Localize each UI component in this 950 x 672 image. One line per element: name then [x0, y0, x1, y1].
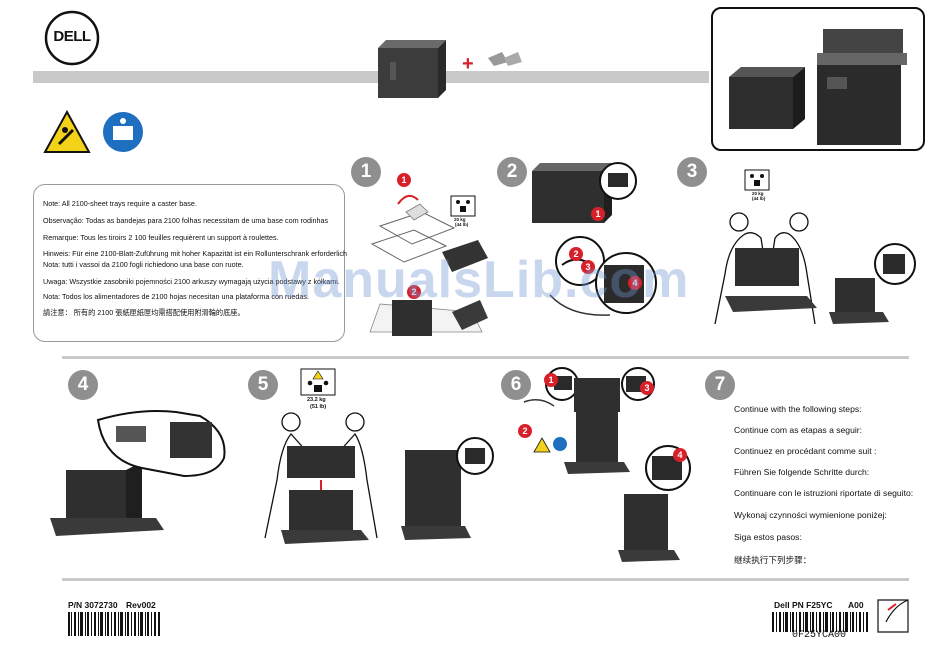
tray-illustration: +	[378, 40, 522, 98]
step5-weight-kg: 23.2 kg	[307, 397, 326, 403]
step1-unpack-illustration	[369, 194, 488, 336]
step-number-2: 2	[497, 157, 527, 187]
step6-callout-3: 3	[640, 381, 654, 395]
note-line-fr: Remarque: Tous les tiroirs 2 100 feuille…	[43, 233, 279, 242]
footer-left-part-number: P/N 3072730	[68, 600, 118, 610]
top-banner-bar	[33, 71, 709, 83]
note-line-zh: 請注意： 所有的 2100 張紙匣紙匣均需搭配使用附滑輪的底座。	[43, 308, 245, 317]
step6-callout-4: 4	[673, 448, 687, 462]
step3-weight-lb: (44 lb)	[752, 196, 766, 201]
footer-barcode-text: 0F25YCA00	[792, 630, 847, 641]
step2-callout-2: 2	[569, 247, 583, 261]
note-line-pt: Observação: Todas as bandejas para 2100 …	[43, 216, 329, 225]
note-line-pl: Uwaga: Wszystkie zasobniki pojemności 21…	[43, 277, 340, 286]
step6-reconnect-illustration	[523, 367, 691, 562]
step-number-7: 7	[705, 370, 735, 400]
note-line-es: Nota: Todos los alimentadores de 2100 ho…	[43, 292, 309, 301]
step2-disconnect-illustration	[532, 162, 657, 316]
page-curl-icon	[877, 599, 909, 633]
note-line-en: Note: All 2100-sheet trays require a cas…	[43, 199, 197, 208]
note-line-de: Hinweis: Für eine 2100-Blatt-Zuführung m…	[43, 249, 348, 258]
step1-weight-kg: 20 kg	[454, 217, 466, 222]
step1-weight-icon	[450, 195, 476, 217]
step5-lift-weight-icon	[300, 368, 336, 396]
footer-right-part-number: Dell PN F25YC	[774, 600, 833, 610]
continue-line-es: Siga estos pasos:	[734, 532, 802, 542]
dell-logo-text: DELL	[53, 28, 91, 45]
step2-callout-1: 1	[591, 207, 605, 221]
section-divider-top	[62, 356, 909, 359]
step5-stack-tray-illustration	[264, 412, 494, 544]
step5-weight-lb: (51 lb)	[310, 404, 327, 410]
step-number-3: 3	[677, 157, 707, 187]
footer-right-barcode	[772, 612, 868, 632]
footer-left-barcode	[68, 612, 160, 636]
step2-callout-3: 3	[581, 260, 595, 274]
continue-line-zh: 继续执行下列步骤：	[734, 555, 812, 565]
step1-weight-lb: (44 lb)	[455, 222, 469, 227]
continue-line-en: Continue with the following steps:	[734, 404, 862, 414]
manual-info-icon	[103, 112, 143, 152]
printer-photo-box	[711, 7, 925, 151]
svg-text:+: +	[462, 53, 474, 75]
step1-callout-2: 2	[407, 285, 421, 299]
continue-line-de: Führen Sie folgende Schritte durch:	[734, 467, 870, 477]
step-number-6: 6	[501, 370, 531, 400]
step1-callout-1: 1	[397, 173, 411, 187]
footer-right-revision: A00	[848, 600, 864, 610]
continue-line-it: Continuare con le istruzioni riportate d…	[734, 488, 914, 498]
step2-callout-4: 4	[628, 276, 642, 290]
step3-weight-kg: 20 kg	[752, 191, 764, 196]
step4-base-latch-illustration	[50, 410, 226, 536]
step6-callout-1: 1	[544, 373, 558, 387]
watermark: ManualsLib.com	[268, 251, 690, 309]
footer-left-revision: Rev002	[126, 600, 156, 610]
lift-warning-icon	[43, 109, 91, 153]
step-number-1: 1	[351, 157, 381, 187]
continue-line-pt: Continue com as etapas a seguir:	[734, 425, 863, 435]
printer-models-illustration	[729, 29, 907, 145]
step3-two-person-lift-illustration	[714, 212, 916, 325]
continue-line-pl: Wykonaj czynności wymienione poniżej:	[734, 510, 887, 520]
step-number-4: 4	[68, 370, 98, 400]
caster-base-note-box: Note: All 2100-sheet trays require a cas…	[33, 184, 348, 342]
section-divider-bottom	[62, 578, 909, 581]
step6-callout-2: 2	[518, 424, 532, 438]
note-line-it: Nota: tutti i vassoi da 2100 fogli richi…	[43, 260, 244, 269]
continue-line-fr: Continuez en procédant comme suit :	[734, 446, 877, 456]
step-number-5: 5	[248, 370, 278, 400]
step3-lift-weight-icon	[744, 169, 770, 191]
dell-logo: DELL	[44, 10, 100, 66]
